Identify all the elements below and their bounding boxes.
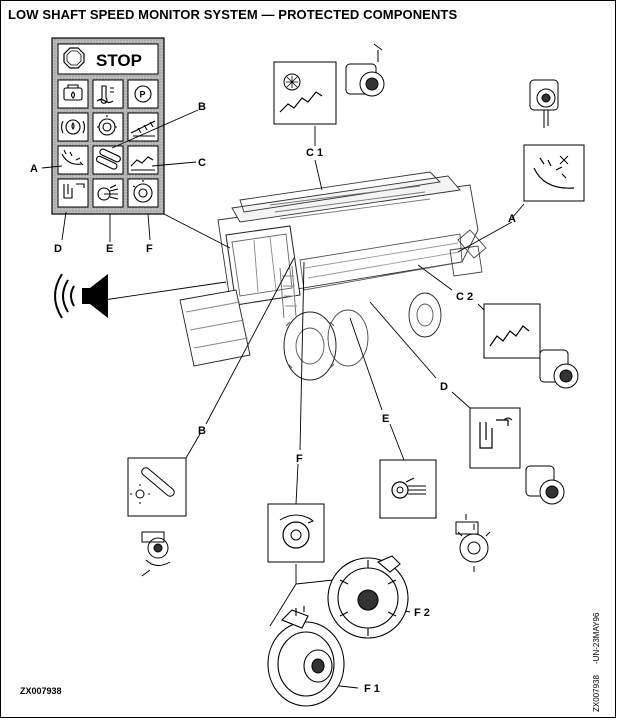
monitor-panel: STOP P (51, 37, 165, 215)
callout-c2-grain-box (483, 303, 541, 359)
coolant-temp-icon (96, 85, 114, 104)
label-b-lower: B (198, 425, 206, 437)
callout-a-straw-walker-box (523, 144, 585, 202)
stop-sign-icon (63, 47, 85, 69)
label-d-lower: D (440, 381, 448, 393)
label-e-panel: E (106, 243, 113, 255)
fan-icon (97, 184, 119, 201)
header-icon (130, 120, 156, 137)
horn-icon (54, 273, 108, 319)
label-c2: C 2 (456, 291, 473, 303)
label-a-left: A (30, 163, 38, 175)
label-b-top: B (198, 101, 206, 113)
grain-chute-icon (130, 156, 155, 171)
straw-walker-icon (61, 149, 84, 166)
label-e-lower: E (382, 413, 389, 425)
svg-text:P: P (140, 90, 146, 100)
figure-title: LOW SHAFT SPEED MONITOR SYSTEM — PROTECT… (8, 7, 458, 22)
fuel-icon (97, 115, 117, 136)
figure-id: ZX007938 (20, 686, 62, 696)
rotor-f2 (327, 555, 409, 639)
rotor-f1 (267, 606, 345, 707)
separator-rotor-icon (132, 180, 153, 203)
labels: A B C D E F C 1 A C 2 D B E F F 2 F 1 (30, 101, 516, 695)
callout-b-feeder-box (127, 457, 187, 517)
callout-d-tailings-box (469, 407, 521, 469)
callout-f-rotor-box (267, 503, 325, 563)
callout-e-fan-box (379, 459, 437, 519)
brake-fluid-icon (60, 119, 86, 135)
side-date-code: -UN-23MAY96 (592, 612, 601, 664)
feeder-chain-icon (95, 148, 121, 170)
leader-lines (41, 109, 525, 689)
combine-harvester-icon (179, 171, 487, 381)
tailings-auger-icon (63, 183, 85, 199)
engine-oil-icon (63, 84, 83, 101)
callout-c1-header-box (273, 61, 337, 125)
parking-brake-icon: P (134, 85, 152, 103)
label-d: D (54, 243, 62, 255)
stop-label: STOP (96, 51, 142, 70)
label-c1: C 1 (306, 147, 323, 159)
label-f-lower: F (296, 453, 303, 465)
label-c-right: C (198, 157, 206, 169)
side-figure-code: ZX007938 (592, 675, 601, 712)
label-a-right: A (508, 213, 516, 225)
label-f2: F 2 (414, 607, 430, 619)
speed-sensor-icon (141, 43, 579, 577)
label-f-panel: F (146, 243, 153, 255)
label-f1: F 1 (364, 683, 380, 695)
